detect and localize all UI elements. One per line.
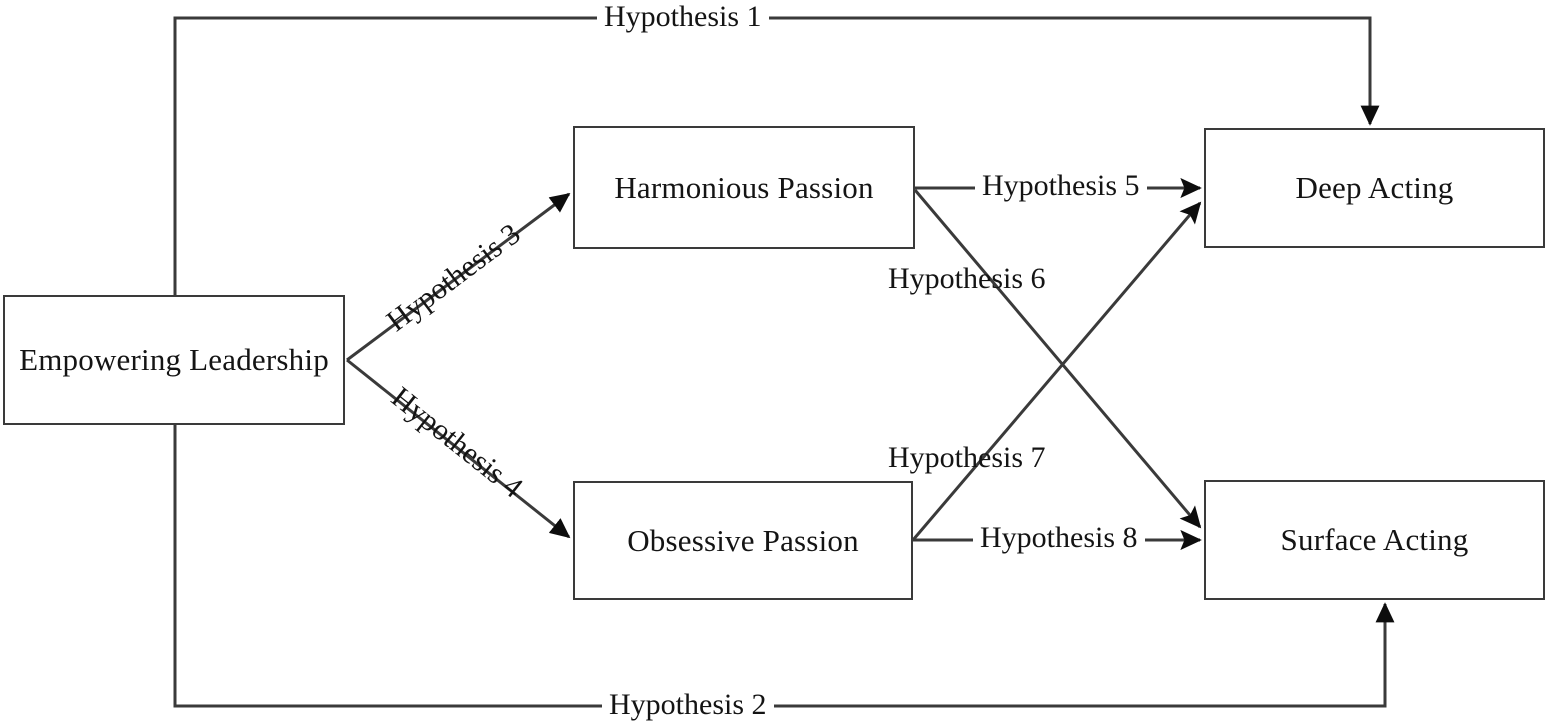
node-deep-acting[interactable]: Deep Acting: [1204, 128, 1545, 248]
edge-label-hypothesis-7: Hypothesis 7: [888, 441, 1046, 474]
edge-label-hypothesis-2: Hypothesis 2: [602, 690, 774, 720]
edge-hypothesis-3-path: [346, 192, 571, 362]
node-label-deep-acting: Deep Acting: [1295, 170, 1454, 206]
node-label-empowering-leadership: Empowering Leadership: [19, 342, 329, 378]
edge-label-hypothesis-6: Hypothesis 6: [888, 262, 1046, 295]
edge-label-hypothesis-1: Hypothesis 1: [597, 2, 769, 32]
edge-label-hypothesis-5: Hypothesis 5: [975, 171, 1147, 201]
node-surface-acting[interactable]: Surface Acting: [1204, 480, 1545, 600]
node-label-harmonious-passion: Harmonious Passion: [614, 169, 874, 205]
edge-hypothesis-2-path: [173, 425, 1395, 708]
edge-hypothesis-4-path: [346, 358, 571, 539]
edge-hypothesis-7-path: [911, 201, 1202, 541]
edge-hypothesis-1-path: [173, 16, 1380, 295]
node-label-obsessive-passion: Obsessive Passion: [627, 522, 859, 558]
node-empowering-leadership[interactable]: Empowering Leadership: [3, 295, 345, 425]
edge-hypothesis-6-path: [913, 189, 1202, 529]
node-label-surface-acting: Surface Acting: [1280, 522, 1469, 558]
node-harmonious-passion[interactable]: Harmonious Passion: [573, 126, 915, 249]
edge-label-hypothesis-8: Hypothesis 8: [973, 523, 1145, 553]
node-obsessive-passion[interactable]: Obsessive Passion: [573, 481, 913, 600]
